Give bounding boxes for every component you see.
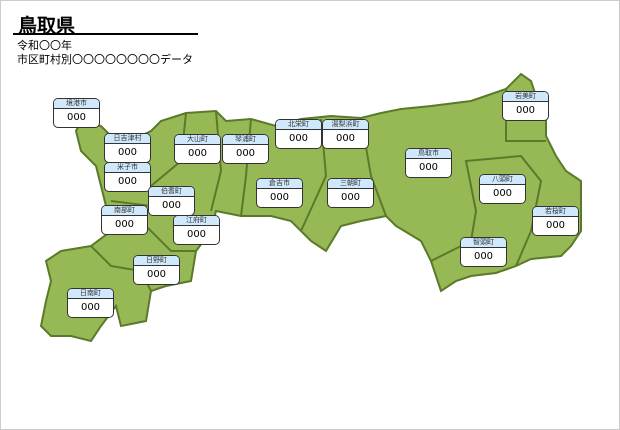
municipality-name: 三朝町 xyxy=(328,179,373,189)
municipality-value: 000 xyxy=(235,148,256,159)
municipality-name: 智頭町 xyxy=(461,238,506,248)
municipality-value: 000 xyxy=(114,219,135,230)
municipality-value: 000 xyxy=(492,188,513,199)
subtitle-data: 市区町村別〇〇〇〇〇〇〇〇データ xyxy=(17,53,193,66)
municipality-name: 倉吉市 xyxy=(257,179,302,189)
municipality-name: 湯梨浜町 xyxy=(323,120,368,130)
municipality-value: 000 xyxy=(515,105,536,116)
subtitle-year: 令和〇〇年 xyxy=(17,39,72,52)
title-underline xyxy=(13,33,198,35)
municipality-name: 南部町 xyxy=(102,206,147,216)
municipality-name: 若桜町 xyxy=(533,207,578,217)
municipality-label: 八頭町 000 xyxy=(479,174,526,204)
municipality-value: 000 xyxy=(418,162,439,173)
municipality-label: 鳥取市 000 xyxy=(405,148,452,178)
municipality-value: 000 xyxy=(146,269,167,280)
municipality-label: 江府町 000 xyxy=(173,215,220,245)
municipality-label: 智頭町 000 xyxy=(460,237,507,267)
municipality-label: 米子市 000 xyxy=(104,162,151,192)
municipality-value: 000 xyxy=(545,220,566,231)
municipality-value: 000 xyxy=(80,302,101,313)
municipality-label: 若桜町 000 xyxy=(532,206,579,236)
municipality-label: 日南町 000 xyxy=(67,288,114,318)
municipality-label: 倉吉市 000 xyxy=(256,178,303,208)
municipality-value: 000 xyxy=(288,133,309,144)
municipality-name: 日野町 xyxy=(134,256,179,266)
municipality-name: 北栄町 xyxy=(276,120,321,130)
municipality-label: 日野町 000 xyxy=(133,255,180,285)
municipality-value: 000 xyxy=(117,176,138,187)
municipality-label: 三朝町 000 xyxy=(327,178,374,208)
municipality-label: 日吉津村 000 xyxy=(104,133,151,163)
municipality-name: 日南町 xyxy=(68,289,113,299)
municipality-name: 伯耆町 xyxy=(149,187,194,197)
municipality-label: 湯梨浜町 000 xyxy=(322,119,369,149)
municipality-value: 000 xyxy=(340,192,361,203)
municipality-value: 000 xyxy=(161,200,182,211)
municipality-value: 000 xyxy=(66,112,87,123)
municipality-name: 日吉津村 xyxy=(105,134,150,144)
municipality-label: 琴浦町 000 xyxy=(222,134,269,164)
municipality-value: 000 xyxy=(473,251,494,262)
municipality-value: 000 xyxy=(117,147,138,158)
municipality-label: 岩美町 000 xyxy=(502,91,549,121)
municipality-name: 岩美町 xyxy=(503,92,548,102)
municipality-name: 大山町 xyxy=(175,135,220,145)
municipality-value: 000 xyxy=(186,229,207,240)
municipality-label: 北栄町 000 xyxy=(275,119,322,149)
municipality-label: 南部町 000 xyxy=(101,205,148,235)
municipality-name: 鳥取市 xyxy=(406,149,451,159)
municipality-name: 琴浦町 xyxy=(223,135,268,145)
municipality-value: 000 xyxy=(187,148,208,159)
page-title: 鳥取県 xyxy=(18,15,76,37)
municipality-name: 境港市 xyxy=(54,99,99,109)
municipality-value: 000 xyxy=(269,192,290,203)
municipality-name: 米子市 xyxy=(105,163,150,173)
municipality-label: 境港市 000 xyxy=(53,98,100,128)
municipality-label: 大山町 000 xyxy=(174,134,221,164)
municipality-name: 江府町 xyxy=(174,216,219,226)
municipality-name: 八頭町 xyxy=(480,175,525,185)
municipality-label: 伯耆町 000 xyxy=(148,186,195,216)
municipality-value: 000 xyxy=(335,133,356,144)
